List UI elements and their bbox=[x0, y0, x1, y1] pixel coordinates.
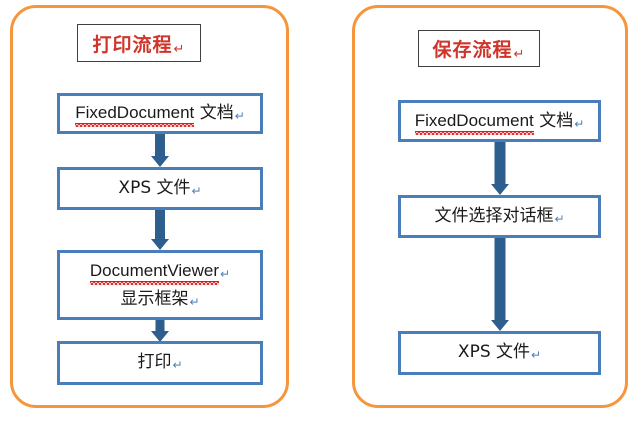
arrow-shaft bbox=[494, 238, 506, 320]
node-line: 文件选择对话框↵ bbox=[434, 206, 564, 227]
paragraph-mark-icon: ↵ bbox=[172, 358, 183, 373]
arrow-head-icon bbox=[491, 320, 509, 331]
save-connector-2 bbox=[480, 238, 520, 331]
panel-print-title-box: 打印流程↵ bbox=[77, 24, 201, 62]
save-connector-1 bbox=[480, 142, 520, 195]
node-line-rest: 文件选择对话框 bbox=[434, 205, 554, 226]
node-line: 显示框架↵ bbox=[120, 289, 199, 310]
print-node-documentviewer[interactable]: DocumentViewer↵ 显示框架↵ bbox=[57, 250, 263, 320]
arrow-head-icon bbox=[151, 239, 169, 250]
node-line-rest: 打印 bbox=[137, 352, 172, 373]
paragraph-mark-icon: ↵ bbox=[513, 47, 526, 62]
arrow-shaft bbox=[155, 210, 165, 239]
node-line: DocumentViewer↵ bbox=[89, 260, 231, 283]
node-line: XPS 文件↵ bbox=[458, 342, 541, 363]
arrow-head-icon bbox=[151, 156, 169, 167]
arrow-head-icon bbox=[491, 184, 509, 195]
paragraph-mark-icon: ↵ bbox=[220, 267, 231, 282]
node-line-rest: 文档 bbox=[194, 103, 234, 124]
arrow-shaft bbox=[155, 134, 165, 156]
node-line: 打印↵ bbox=[137, 352, 182, 373]
print-connector-1 bbox=[140, 134, 180, 167]
print-node-xps-file[interactable]: XPS 文件↵ bbox=[57, 167, 263, 210]
node-line: XPS 文件↵ bbox=[118, 178, 201, 199]
arrow-head-icon bbox=[151, 331, 169, 342]
panel-save-title-box: 保存流程↵ bbox=[418, 30, 540, 67]
arrow-shaft bbox=[494, 142, 506, 184]
save-node-xps-file[interactable]: XPS 文件↵ bbox=[398, 331, 601, 375]
paragraph-mark-icon: ↵ bbox=[574, 116, 585, 131]
paragraph-mark-icon: ↵ bbox=[173, 41, 186, 57]
term-fixeddocument: FixedDocument bbox=[75, 103, 195, 125]
term-documentviewer: DocumentViewer bbox=[89, 261, 220, 283]
panel-print-title: 打印流程↵ bbox=[92, 33, 186, 57]
save-node-fixeddocument[interactable]: FixedDocument 文档↵ bbox=[398, 100, 601, 142]
arrow-shaft bbox=[155, 320, 165, 332]
paragraph-mark-icon: ↵ bbox=[191, 183, 202, 198]
paragraph-mark-icon: ↵ bbox=[234, 109, 245, 124]
panel-save-title: 保存流程↵ bbox=[432, 39, 526, 62]
node-line-rest: 显示框架 bbox=[120, 288, 189, 309]
print-connector-3 bbox=[140, 320, 180, 342]
term-fixeddocument: FixedDocument bbox=[414, 110, 534, 132]
print-connector-2 bbox=[140, 210, 180, 250]
node-line-rest: XPS 文件 bbox=[118, 177, 191, 198]
print-node-fixeddocument[interactable]: FixedDocument 文档↵ bbox=[57, 93, 263, 134]
node-line-rest: 文档 bbox=[533, 110, 574, 131]
print-node-print[interactable]: 打印↵ bbox=[57, 341, 263, 385]
save-node-file-dialog[interactable]: 文件选择对话框↵ bbox=[398, 195, 601, 238]
node-line: FixedDocument 文档↵ bbox=[414, 110, 585, 132]
node-line: FixedDocument 文档↵ bbox=[75, 102, 245, 125]
paragraph-mark-icon: ↵ bbox=[531, 348, 542, 363]
paragraph-mark-icon: ↵ bbox=[189, 294, 200, 309]
paragraph-mark-icon: ↵ bbox=[554, 211, 565, 226]
node-line-rest: XPS 文件 bbox=[457, 342, 531, 363]
